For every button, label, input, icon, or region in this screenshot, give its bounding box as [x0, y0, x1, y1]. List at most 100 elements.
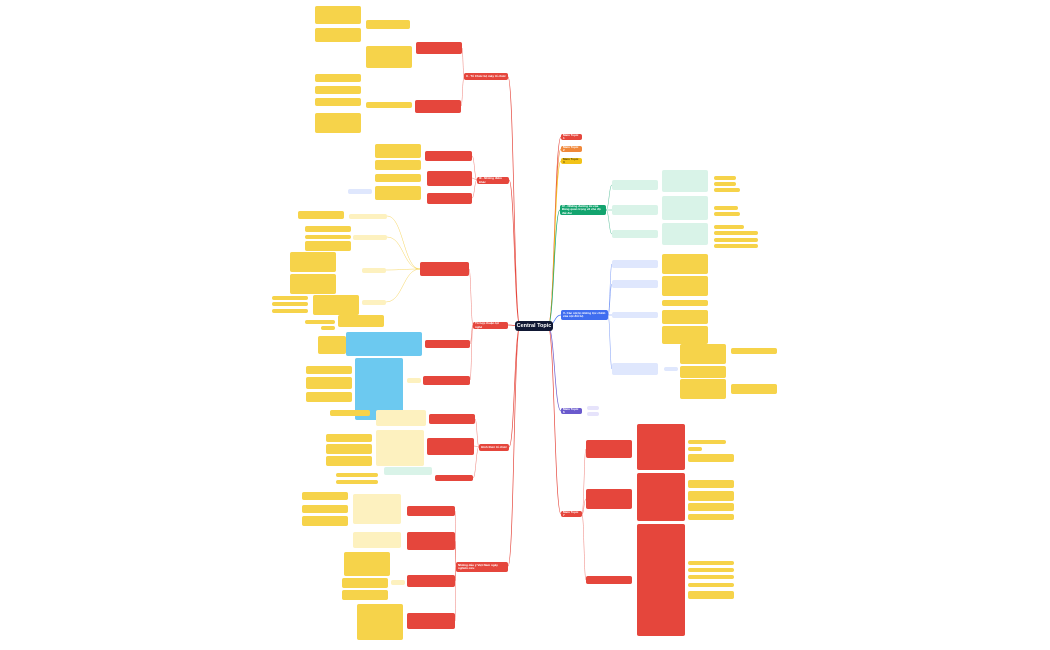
subtopic[interactable] [407, 532, 455, 550]
note [587, 412, 599, 416]
connector-minor [386, 236, 421, 270]
note [305, 235, 351, 239]
note [688, 480, 734, 488]
subtopic[interactable] [416, 42, 462, 54]
note [680, 379, 726, 399]
note [688, 503, 734, 511]
note [662, 310, 708, 324]
branch-right-1[interactable]: Main Topic 1 [561, 134, 582, 140]
subtopic[interactable] [425, 151, 472, 161]
connector-minor [386, 215, 421, 270]
connector-minor [605, 209, 613, 235]
subtopic[interactable] [637, 473, 685, 521]
connector-minor [454, 565, 457, 622]
connector-minor [471, 177, 478, 181]
note [353, 532, 401, 548]
connector-minor [460, 76, 465, 107]
note [326, 444, 372, 454]
connector-minor [469, 324, 474, 381]
note [366, 20, 410, 29]
branch-left-5[interactable]: Những dấu ý Việt Nam ngày nghiên cứu [456, 562, 508, 572]
note [680, 366, 726, 378]
note [330, 410, 370, 416]
note [714, 244, 758, 248]
branch-left-4[interactable]: Hình thức tổ chức [479, 444, 509, 451]
subtopic[interactable] [423, 376, 470, 385]
note [346, 332, 422, 356]
subtopic[interactable] [407, 613, 455, 629]
connector-minor [605, 184, 613, 211]
subtopic[interactable] [637, 424, 685, 470]
note [336, 480, 378, 484]
connector-left-5 [507, 325, 521, 567]
note [305, 241, 351, 251]
note [306, 377, 352, 389]
subtopic[interactable] [427, 438, 474, 455]
connector-minor [581, 498, 587, 515]
connector-right-7 [547, 325, 562, 515]
connector-minor [385, 268, 421, 271]
note [353, 235, 387, 240]
subtopic[interactable] [425, 340, 470, 348]
subtopic[interactable] [415, 100, 461, 113]
note [376, 410, 426, 426]
note [714, 238, 758, 242]
branch-left-1[interactable]: II - Tổ Chức bộ máy tổ chức [464, 73, 508, 80]
note [344, 552, 390, 576]
connector-minor [471, 155, 478, 181]
note [688, 568, 734, 572]
note [731, 348, 777, 354]
branch-left-2[interactable]: III - Những điểm khác [477, 177, 509, 184]
note [714, 188, 740, 192]
subtopic[interactable] [420, 262, 469, 276]
branch-right-6[interactable]: Main Topic 6 [561, 408, 582, 414]
connector-right-4 [547, 209, 561, 327]
branch-right-4[interactable]: IV - Những đường lối của Đảng quan trọng… [560, 205, 606, 215]
subtopic[interactable] [427, 193, 472, 204]
note [587, 406, 599, 410]
note [612, 363, 658, 375]
note [391, 580, 405, 585]
branch-left-3[interactable]: Tổ hợp thuận lợi nghé [473, 322, 508, 329]
subtopic[interactable] [586, 440, 632, 458]
note [306, 392, 352, 402]
note [355, 358, 403, 420]
note [407, 378, 421, 383]
note [612, 312, 658, 318]
note [384, 467, 432, 475]
note [302, 492, 348, 500]
subtopic[interactable] [586, 489, 632, 509]
note [688, 454, 734, 462]
note [662, 170, 708, 192]
note [688, 575, 734, 579]
branch-right-7[interactable]: Main Topic 7 [561, 511, 582, 517]
note [688, 447, 702, 451]
connector-minor [461, 47, 465, 78]
note [680, 344, 726, 364]
central-topic[interactable]: Central Topic [515, 321, 553, 331]
subtopic[interactable] [407, 575, 455, 587]
note [688, 491, 734, 501]
subtopic[interactable] [429, 414, 475, 424]
note [349, 214, 387, 219]
branch-right-3[interactable]: Main Topic 3 [561, 158, 582, 164]
note [375, 144, 421, 158]
note [375, 186, 421, 200]
note [338, 315, 384, 327]
subtopic[interactable] [586, 576, 632, 584]
note [315, 6, 361, 24]
subtopic[interactable] [435, 475, 473, 481]
connector-minor [581, 513, 587, 581]
subtopic[interactable] [407, 506, 455, 516]
branch-right-2[interactable]: Main Topic 2 [561, 146, 582, 152]
connector-minor [607, 263, 613, 316]
note [315, 98, 361, 106]
note [366, 46, 412, 68]
note [348, 189, 372, 194]
note [305, 226, 351, 232]
note [298, 211, 344, 219]
note [612, 205, 658, 215]
branch-right-5[interactable]: V- Các nội lệ những tộc chính của nội đổ… [561, 310, 608, 320]
subtopic[interactable] [637, 524, 685, 636]
subtopic[interactable] [427, 171, 472, 186]
